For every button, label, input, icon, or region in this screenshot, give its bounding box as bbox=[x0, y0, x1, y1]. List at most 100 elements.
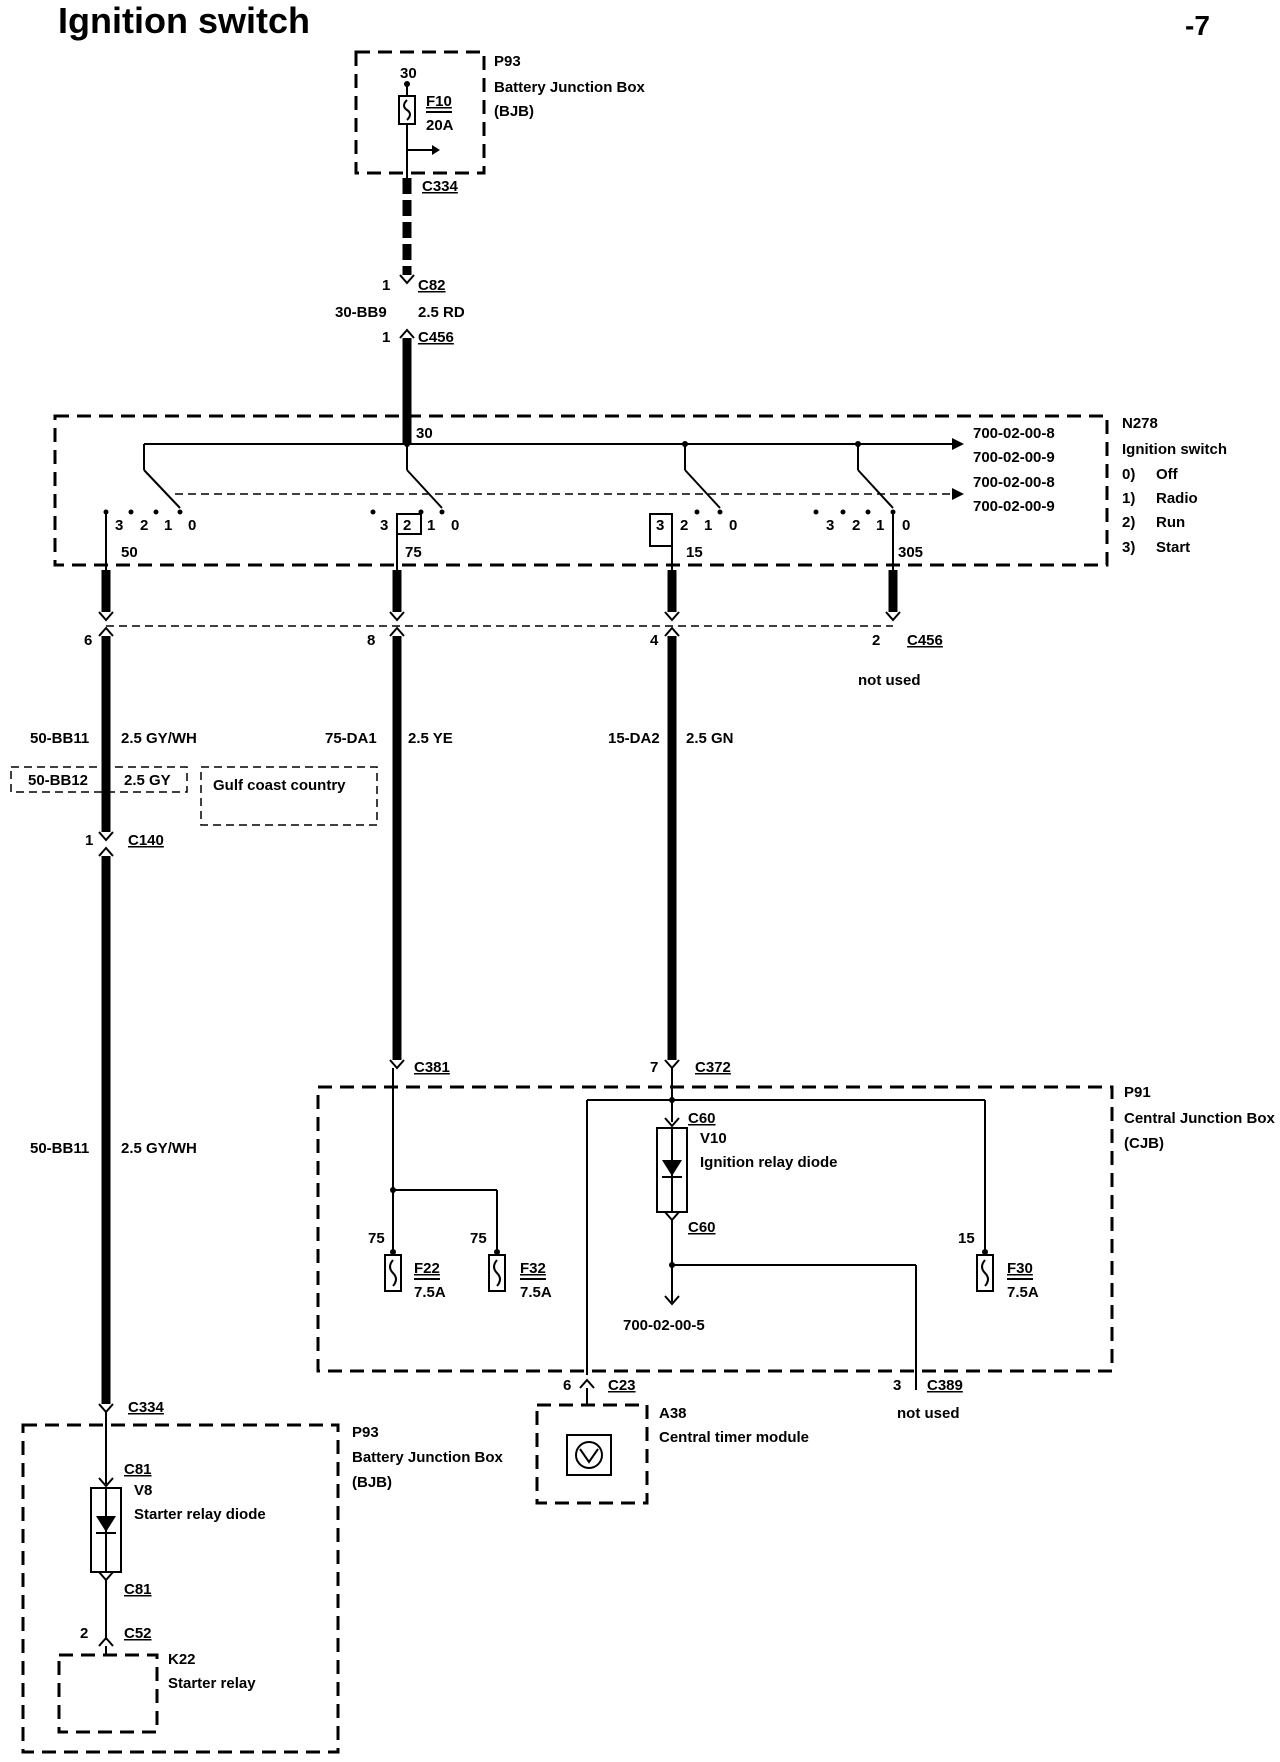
connector-chevron-icon bbox=[98, 626, 114, 637]
pos-2-label: Run bbox=[1156, 514, 1185, 531]
wire-50-circuit: 50-BB11 bbox=[30, 730, 89, 747]
connector-chevron-icon bbox=[98, 1403, 114, 1414]
relay-name: Starter relay bbox=[168, 1675, 256, 1692]
c23-pin: 6 bbox=[563, 1377, 571, 1394]
c389-not-used: not used bbox=[897, 1405, 960, 1422]
svg-text:0: 0 bbox=[451, 517, 459, 534]
pos-1-num: 1) bbox=[1122, 490, 1135, 507]
connector-chevron-icon bbox=[98, 831, 114, 842]
svg-text:2: 2 bbox=[852, 517, 860, 534]
svg-text:3: 3 bbox=[826, 517, 834, 534]
diode-c60-bottom: C60 bbox=[688, 1219, 716, 1236]
pos-3-num: 3) bbox=[1122, 539, 1135, 556]
c456-not-used: not used bbox=[858, 672, 921, 689]
fuse-f30-label: F30 bbox=[1007, 1260, 1033, 1277]
relay-conn-c52: C52 bbox=[124, 1625, 152, 1642]
conn-c334-top: C334 bbox=[422, 178, 459, 195]
starter-relay-box bbox=[57, 1653, 159, 1734]
ctm-box bbox=[535, 1403, 649, 1505]
ctm: A38 Central timer module bbox=[535, 1388, 809, 1505]
output-pin-15: 15 bbox=[686, 544, 703, 561]
fuse-f22-rating: 7.5A bbox=[414, 1284, 446, 1301]
page-number: -7 bbox=[1185, 10, 1210, 41]
bjb-bottom-abbr: (BJB) bbox=[352, 1474, 392, 1491]
ctm-ref: A38 bbox=[659, 1405, 687, 1422]
connector-chevron-icon bbox=[664, 1211, 680, 1222]
arrow-right-icon bbox=[952, 488, 964, 500]
wire-50-alt-spec: 2.5 GY bbox=[124, 772, 171, 789]
arrow-right-icon bbox=[432, 145, 440, 155]
bjb-top: P93 Battery Junction Box (BJB) 30 F10 20… bbox=[354, 50, 646, 195]
pos-1-label: Radio bbox=[1156, 490, 1198, 507]
diode-icon bbox=[90, 1487, 122, 1573]
bjb-top-box bbox=[354, 50, 486, 175]
page-title: Ignition switch bbox=[58, 0, 310, 41]
connector-chevron-icon bbox=[579, 1378, 595, 1389]
fuse-f32-pin: 75 bbox=[470, 1230, 487, 1247]
fuse-icon bbox=[398, 95, 416, 125]
connector-chevron-icon bbox=[98, 1477, 114, 1488]
bjb-bottom-name: Battery Junction Box bbox=[352, 1449, 504, 1466]
output-pin-305: 305 bbox=[898, 544, 923, 561]
ignition-switch: N278 Ignition switch 3 0 3 2 1 0 bbox=[53, 414, 1227, 570]
wire-30-bb9-circuit: 30-BB9 bbox=[335, 304, 387, 321]
c456-pin-6: 6 bbox=[84, 632, 92, 649]
bjb-bottom-box bbox=[21, 1423, 340, 1754]
wire-15-circuit: 15-DA2 bbox=[608, 730, 660, 747]
fuse-icon bbox=[488, 1254, 506, 1292]
svg-text:0: 0 bbox=[902, 517, 910, 534]
connector-chevron-icon bbox=[664, 1117, 680, 1128]
connector-chevron-icon bbox=[98, 1571, 114, 1582]
wire-30-bb9-spec: 2.5 RD bbox=[418, 304, 465, 321]
pos-3-label: Start bbox=[1156, 539, 1190, 556]
connector-chevron-icon bbox=[389, 626, 405, 637]
connector-chevron-icon bbox=[399, 328, 415, 339]
connector-chevron-icon bbox=[885, 611, 901, 622]
c456-row: 6 8 4 2 C456 not used bbox=[84, 611, 943, 689]
bjb-top-name: Battery Junction Box bbox=[494, 79, 646, 96]
fuse-f10-label: F10 bbox=[426, 93, 452, 110]
connector-chevron-icon bbox=[98, 846, 114, 857]
c82-pin: 1 bbox=[382, 277, 390, 294]
svg-text:0: 0 bbox=[729, 517, 737, 534]
connector-chevron-icon bbox=[98, 1636, 114, 1647]
pos-0-num: 0) bbox=[1122, 466, 1135, 483]
contacts-75: 3 2 1 0 bbox=[370, 509, 459, 570]
ctm-name: Central timer module bbox=[659, 1429, 809, 1446]
svg-text:3: 3 bbox=[380, 517, 388, 534]
contacts-305: 3 2 1 0 bbox=[813, 509, 910, 570]
pos-0-label: Off bbox=[1156, 466, 1179, 483]
wire-75-circuit: 75-DA1 bbox=[325, 730, 377, 747]
wire-75-spec: 2.5 YE bbox=[408, 730, 453, 747]
contacts-15: 3 2 1 0 bbox=[649, 509, 737, 570]
switch-blade-305 bbox=[857, 469, 894, 509]
bjb-top-abbr: (BJB) bbox=[494, 103, 534, 120]
c456-pin-8: 8 bbox=[367, 632, 375, 649]
output-pin-50: 50 bbox=[121, 544, 138, 561]
ignition-switch-name: Ignition switch bbox=[1122, 441, 1227, 458]
conn-c372: C372 bbox=[695, 1059, 731, 1076]
ignition-switch-box bbox=[53, 414, 1109, 567]
connector-chevron-icon bbox=[664, 626, 680, 637]
c389-pin: 3 bbox=[893, 1377, 901, 1394]
ignition-switch-ref: N278 bbox=[1122, 415, 1158, 432]
diode-v10-ref: V10 bbox=[700, 1130, 727, 1147]
connector-chevron-icon bbox=[98, 611, 114, 622]
switch-blade-50 bbox=[143, 469, 181, 509]
diode-v8-name: Starter relay diode bbox=[134, 1506, 266, 1523]
output-pin-75: 75 bbox=[405, 544, 422, 561]
svg-text:3: 3 bbox=[115, 517, 123, 534]
cjb: C381 7 C372 P91 Central Junction Box (CJ… bbox=[316, 1059, 1276, 1422]
connector-chevron-icon bbox=[399, 274, 415, 285]
conn-c456: C456 bbox=[907, 632, 943, 649]
fuse-f22-pin: 75 bbox=[368, 1230, 385, 1247]
fuse-icon bbox=[976, 1254, 994, 1292]
svg-text:0: 0 bbox=[188, 517, 196, 534]
diode-icon bbox=[656, 1127, 688, 1213]
bjb-top-ref: P93 bbox=[494, 53, 521, 70]
conn-c82: C82 bbox=[418, 277, 446, 294]
switch-ref-2: 700-02-00-9 bbox=[973, 449, 1055, 466]
bjb-bottom: C334 P93 Battery Junction Box (BJB) C81 … bbox=[21, 1399, 504, 1754]
gulf-coast-box bbox=[200, 766, 378, 826]
